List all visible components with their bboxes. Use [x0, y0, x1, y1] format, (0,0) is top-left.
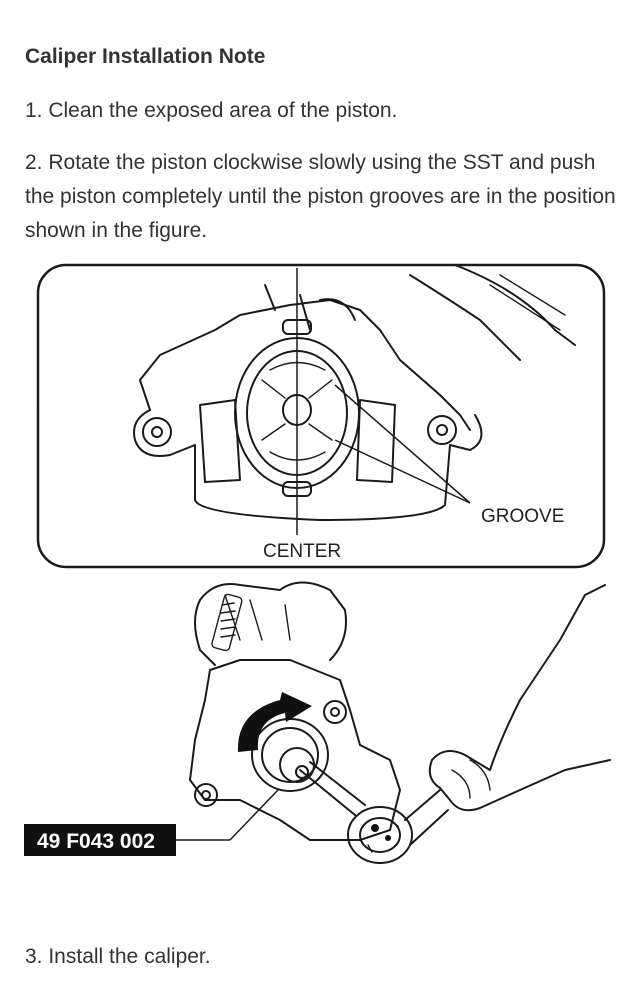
piston-groove-inset: GROOVE CENTER	[36, 263, 606, 569]
groove-label: GROOVE	[481, 506, 564, 527]
step-2-text: 2. Rotate the piston clockwise slowly us…	[25, 151, 616, 242]
center-label: CENTER	[263, 541, 341, 562]
caliper-with-sst-illustration: 49 F043 002	[24, 581, 611, 864]
section-heading: Caliper Installation Note	[25, 45, 266, 68]
tool-number-label: 49 F043 002	[37, 830, 155, 853]
tool-number-tag	[24, 824, 176, 856]
step-3-text: 3. Install the caliper.	[25, 945, 211, 968]
step-1-text: 1. Clean the exposed area of the piston.	[25, 99, 398, 122]
